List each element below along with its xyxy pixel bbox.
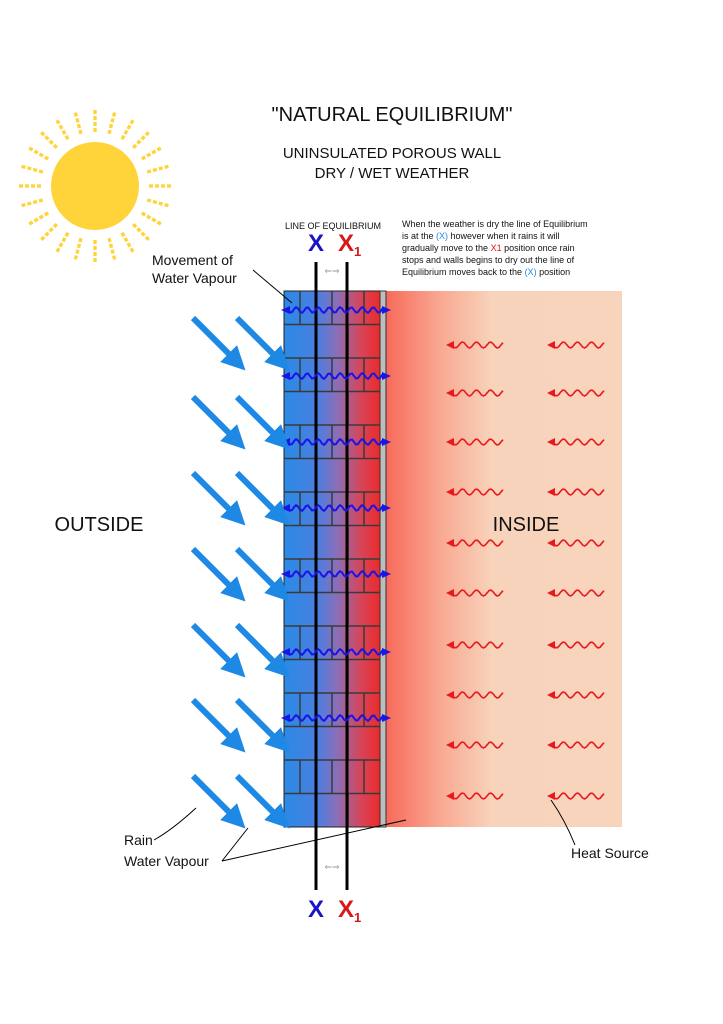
rain-label: Rain: [124, 832, 153, 848]
heat-arrow: [547, 641, 605, 649]
heat-arrow: [547, 341, 605, 349]
sun-ray: [40, 222, 59, 241]
equilibrium-note: When the weather is dry the line of Equi…: [402, 219, 588, 277]
sun-ray: [107, 112, 117, 135]
sun-ray: [21, 164, 44, 174]
porous-wall: [283, 290, 387, 828]
arrow-top-icon: ⇐⇒: [324, 266, 340, 276]
rain-arrow: [190, 470, 246, 526]
marker-x1-bottom-sub: 1: [354, 910, 361, 925]
sun-ray: [131, 131, 150, 150]
heat-arrow: [446, 438, 504, 446]
sun-ray: [73, 237, 83, 260]
heat-arrow: [446, 641, 504, 649]
vapour-arrow: [281, 371, 391, 381]
rain-arrow: [190, 697, 246, 753]
heat-arrow: [547, 488, 605, 496]
rain-arrow: [190, 394, 246, 450]
marker-x1-top-sub: 1: [354, 244, 361, 259]
sun-ray: [131, 222, 150, 241]
diagram-title: "NATURAL EQUILIBRIUM": [272, 104, 513, 126]
water-vapour-leader-1: [221, 827, 249, 862]
heat-arrow: [547, 438, 605, 446]
rain-arrow: [234, 470, 290, 526]
movement-label-line2: Water Vapour: [152, 270, 237, 286]
rain-arrow: [190, 315, 246, 371]
sun-ray: [73, 112, 83, 135]
rain-arrow: [234, 394, 290, 450]
sun-ray: [55, 119, 70, 141]
sun-ray: [140, 211, 162, 226]
inside-heated-area: [386, 291, 622, 827]
heat-arrow: [446, 691, 504, 699]
marker-x1-top: X1: [338, 230, 361, 259]
wall-plaster-layer: [379, 290, 387, 828]
rain-arrow: [234, 622, 290, 678]
heat-arrow: [446, 488, 504, 496]
line-of-equilibrium-label: LINE OF EQUILIBRIUM: [285, 221, 381, 231]
heat-arrow: [547, 389, 605, 397]
sun-ray: [120, 231, 135, 253]
movement-leader-line: [252, 269, 293, 304]
outside-label: OUTSIDE: [55, 514, 144, 536]
heat-arrow: [446, 341, 504, 349]
sun-icon: [19, 110, 171, 262]
vapour-arrow: [281, 305, 391, 315]
movement-label-line1: Movement of: [152, 252, 233, 268]
sun-ray: [146, 198, 169, 208]
sun-disc: [51, 142, 139, 230]
heat-arrow: [547, 691, 605, 699]
note-line-5: Equilibrium moves back to the (X) positi…: [402, 267, 570, 277]
marker-x1-bottom: X1: [338, 896, 361, 925]
rain-leader-line: [153, 807, 197, 841]
marker-x-top: X: [308, 230, 324, 257]
heat-arrows: [446, 341, 605, 800]
sun-ray: [21, 198, 44, 208]
heat-arrow: [446, 389, 504, 397]
water-vapour-label: Water Vapour: [124, 853, 209, 869]
arrow-bottom-icon: ⇐⇒: [324, 862, 340, 872]
heat-arrow: [547, 589, 605, 597]
note-line-3: gradually move to the X1 position once r…: [402, 243, 575, 253]
heat-arrow: [547, 792, 605, 800]
rain-arrows: [190, 315, 290, 829]
marker-x-bottom: X: [308, 896, 324, 923]
heat-arrow: [446, 792, 504, 800]
subtitle-line1: UNINSULATED POROUS WALL: [283, 145, 501, 162]
heat-source-label: Heat Source: [571, 845, 649, 861]
rain-arrow: [190, 622, 246, 678]
rain-arrow: [234, 546, 290, 602]
sun-ray: [120, 119, 135, 141]
sun-ray: [140, 146, 162, 161]
sun-ray: [146, 164, 169, 174]
vapour-arrow: [281, 569, 391, 579]
heat-source-leader-line: [550, 799, 576, 846]
rain-arrow: [190, 773, 246, 829]
heat-arrow: [547, 539, 605, 547]
sun-ray: [55, 231, 70, 253]
sun-ray: [40, 131, 59, 150]
rain-arrow: [234, 697, 290, 753]
note-line-4: stops and walls begins to dry out the li…: [402, 255, 575, 265]
water-vapour-leader-2: [221, 819, 407, 862]
rain-arrow: [234, 315, 290, 371]
rain-arrow: [190, 546, 246, 602]
note-line-2: is at the (X) however when it rains it w…: [402, 231, 560, 241]
heat-arrow: [547, 741, 605, 749]
heat-arrow: [446, 539, 504, 547]
sun-ray: [28, 146, 50, 161]
rain-arrow: [234, 773, 290, 829]
note-line-1: When the weather is dry the line of Equi…: [402, 219, 588, 229]
sun-ray: [28, 211, 50, 226]
heat-arrow: [446, 741, 504, 749]
inside-label: INSIDE: [493, 514, 560, 536]
sun-ray: [107, 237, 117, 260]
heat-arrow: [446, 589, 504, 597]
subtitle-line2: DRY / WET WEATHER: [315, 165, 470, 182]
vapour-arrow: [281, 713, 391, 723]
